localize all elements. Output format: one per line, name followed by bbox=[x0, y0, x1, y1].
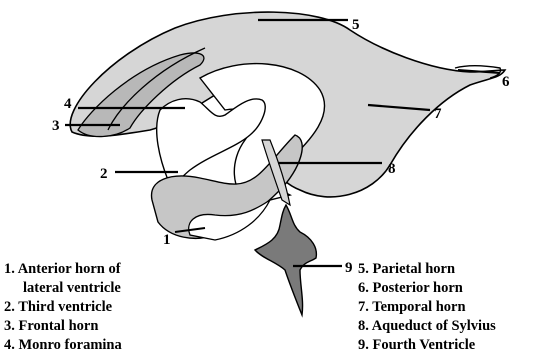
marker-1: 1 bbox=[163, 232, 171, 248]
legend-item-9: 9. Fourth Ventricle bbox=[358, 336, 496, 355]
marker-6: 6 bbox=[502, 74, 510, 90]
legend-item-7: 7. Temporal horn bbox=[358, 298, 496, 317]
legend-item-4: 4. Monro foramina bbox=[4, 336, 122, 355]
marker-2: 2 bbox=[100, 166, 108, 182]
legend-item-1: 1. Anterior horn of bbox=[4, 260, 122, 279]
fourth-ventricle bbox=[255, 205, 316, 315]
marker-7: 7 bbox=[434, 106, 442, 122]
legend-item-8: 8. Aqueduct of Sylvius bbox=[358, 317, 496, 336]
marker-3: 3 bbox=[52, 118, 60, 134]
legend-right: 5. Parietal horn 6. Posterior horn 7. Te… bbox=[358, 260, 496, 355]
legend-item-6: 6. Posterior horn bbox=[358, 279, 496, 298]
marker-4: 4 bbox=[64, 96, 72, 112]
legend-left: 1. Anterior horn of lateral ventricle 2.… bbox=[4, 260, 122, 355]
legend-item-2: 2. Third ventricle bbox=[4, 298, 122, 317]
legend-item-5: 5. Parietal horn bbox=[358, 260, 496, 279]
legend-item-3: 3. Frontal horn bbox=[4, 317, 122, 336]
marker-9: 9 bbox=[345, 260, 353, 276]
marker-8: 8 bbox=[388, 161, 396, 177]
legend-item-1-cont: lateral ventricle bbox=[4, 279, 122, 298]
marker-5: 5 bbox=[352, 17, 360, 33]
